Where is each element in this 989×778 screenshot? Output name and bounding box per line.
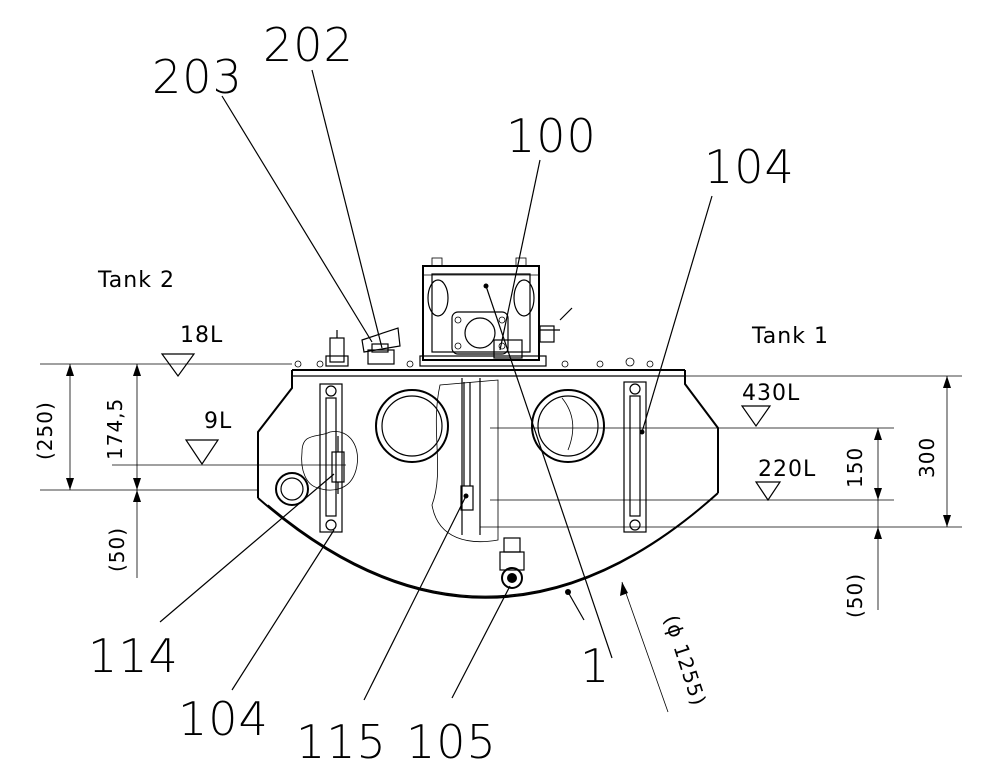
ref-105: 105 [406,715,497,769]
level-18l: 18L [180,323,223,348]
ref-100: 100 [506,109,597,163]
dim-150: 150 [843,447,867,488]
dim-300: 300 [915,437,939,478]
right-porthole [531,389,605,463]
level-9l: 9L [204,409,232,434]
dip-tube [460,382,474,511]
left-dimensions [66,364,141,578]
tank-body [257,369,719,599]
diameter-leader [620,581,669,713]
ref-203: 203 [152,50,243,104]
dim-diameter: (ϕ 1255) [659,612,711,709]
tank-2-label: Tank 2 [97,268,175,293]
level-markers [160,353,782,502]
dim-50-right: (50) [843,573,867,618]
level-220l: 220L [758,457,816,482]
ref-114: 114 [88,629,179,683]
dim-250: (250) [33,401,57,460]
ref-202: 202 [263,18,354,72]
ref-104-bottom: 104 [178,692,269,746]
dim-50-left: (50) [105,527,129,572]
ref-1: 1 [580,639,610,693]
left-sight-glass [319,383,343,533]
top-unit [419,257,573,367]
ref-104-top: 104 [704,140,795,194]
level-430l: 430L [742,381,800,406]
drain-valve [499,537,525,589]
ref-115: 115 [296,715,387,769]
leader-lines [159,69,713,701]
level-lines [40,363,962,528]
left-cutaway [275,431,358,506]
tank-1-label: Tank 1 [751,324,829,349]
left-porthole [375,389,449,463]
dim-174-5: 174,5 [103,398,127,460]
right-dimensions [874,376,951,610]
right-sight-glass [623,381,647,533]
top-fittings [294,327,654,368]
